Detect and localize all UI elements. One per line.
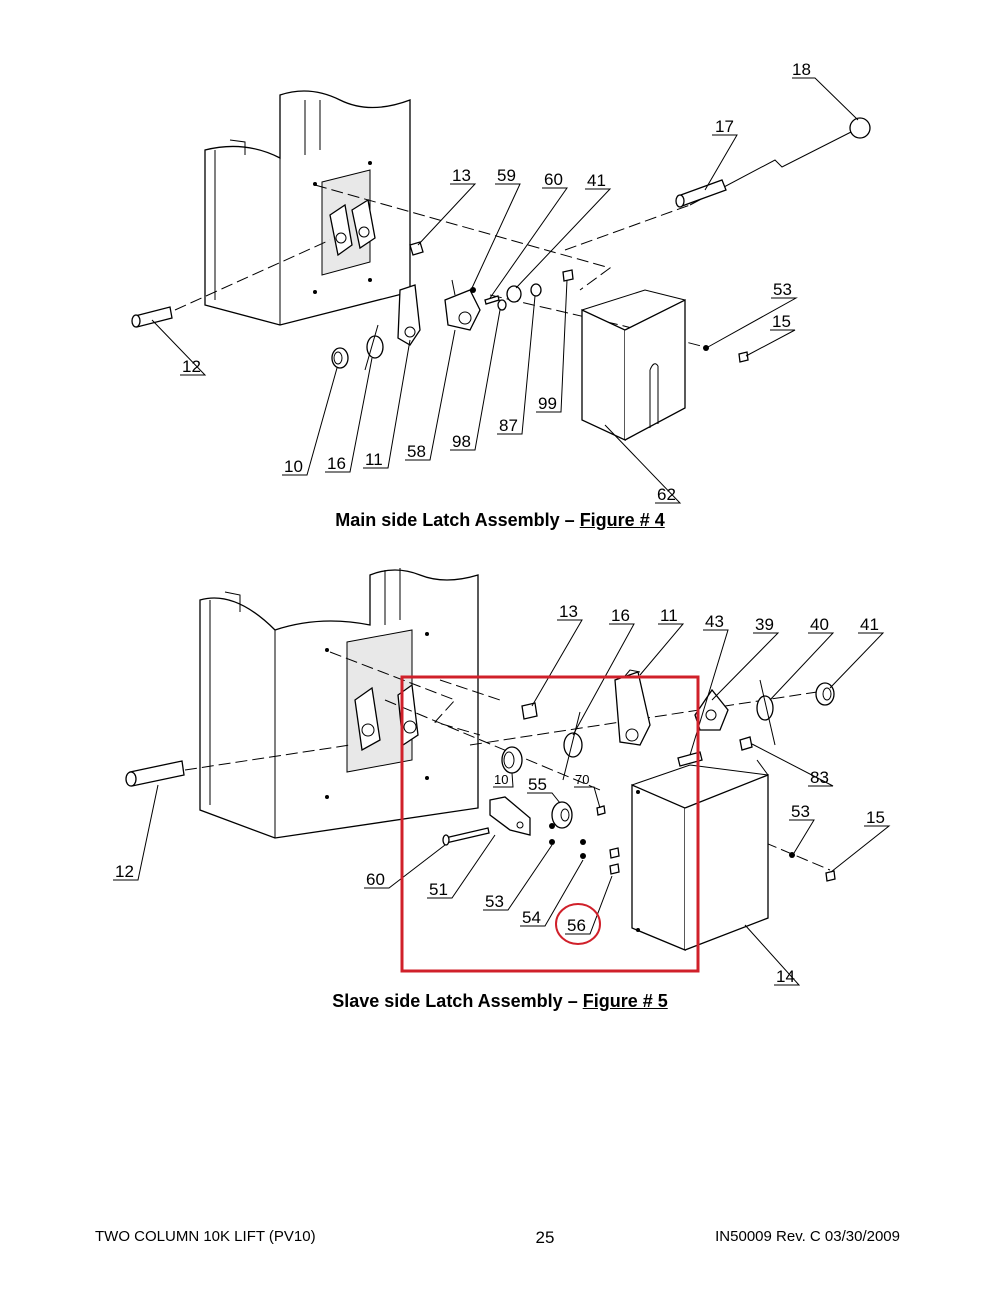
footer-document-title: TWO COLUMN 10K LIFT (PV10) [95,1228,316,1245]
fig5-label-14: 14 [776,967,795,986]
fig4-label-18: 18 [792,60,811,79]
figure-5-drawing: 13 16 11 43 39 40 41 83 53 15 10 70 55 1… [113,568,891,986]
fig5-label-56: 56 [567,916,586,935]
figure-4-caption: Main side Latch Assembly – Figure # 4 [0,510,1000,531]
figure-4-caption-text: Main side Latch Assembly – [335,510,580,530]
fig4-label-58: 58 [407,442,426,461]
fig5-label-53: 53 [791,802,810,821]
highlight-box [400,675,700,973]
fig4-label-11: 11 [365,450,383,469]
fig4-label-13: 13 [452,166,471,185]
fig5-label-53b: 53 [485,892,504,911]
figure-4-caption-number: Figure # 4 [579,510,665,530]
fig5-label-16: 16 [611,606,630,625]
fig5-label-12: 12 [115,862,134,881]
fig4-label-15: 15 [772,312,791,331]
footer-revision: IN50009 Rev. C 03/30/2009 [715,1228,900,1245]
figure-5-caption-number: Figure # 5 [582,991,668,1011]
figure-4-drawing: 18 17 13 59 60 41 53 15 12 10 16 11 58 9… [131,60,871,504]
figure-5-caption-text: Slave side Latch Assembly – [332,991,583,1011]
fig5-label-54: 54 [522,908,541,927]
fig4-label-60: 60 [544,170,563,189]
fig4-label-98: 98 [452,432,471,451]
figure-5-caption: Slave side Latch Assembly – Figure # 5 [0,991,1000,1012]
fig5-label-10: 10 [494,772,508,787]
fig4-label-99: 99 [538,394,557,413]
highlight-circle-56 [555,903,601,945]
fig5-label-83: 83 [810,768,829,787]
fig5-label-15: 15 [866,808,885,827]
fig5-label-55: 55 [528,775,547,794]
fig5-label-60: 60 [366,870,385,889]
fig5-label-51: 51 [429,880,448,899]
fig4-label-87: 87 [499,416,518,435]
fig4-label-12: 12 [182,357,201,376]
fig5-label-40: 40 [810,615,829,634]
fig5-label-39: 39 [755,615,774,634]
fig5-label-13: 13 [559,602,578,621]
fig4-label-17: 17 [715,117,734,136]
fig5-label-11: 11 [660,606,678,625]
fig5-label-41: 41 [860,615,879,634]
footer-page-number: 25 [535,1228,555,1247]
fig5-label-43: 43 [705,612,724,631]
fig4-label-16: 16 [327,454,346,473]
fig4-label-53: 53 [773,280,792,299]
fig4-label-41: 41 [587,171,606,190]
fig4-label-62: 62 [657,485,676,504]
fig5-label-70: 70 [575,772,589,787]
fig4-label-10: 10 [284,457,303,476]
fig4-label-59: 59 [497,166,516,185]
